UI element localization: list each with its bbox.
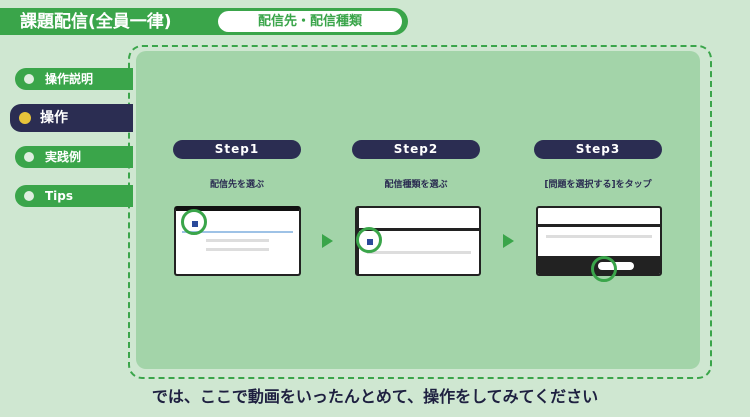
bullet-icon bbox=[19, 112, 31, 124]
step3-badge: Step3 bbox=[534, 140, 662, 159]
sidebar-item-instructions[interactable]: 操作説明 bbox=[15, 68, 133, 90]
subtitle-pill: 配信先・配信種類 bbox=[218, 11, 402, 32]
step3-description: [問題を選択する]をタップ bbox=[544, 180, 652, 190]
step1-description: 配信先を選ぶ bbox=[209, 180, 264, 190]
highlight-circle bbox=[356, 227, 382, 253]
sidebar-item-label: 実践例 bbox=[45, 150, 82, 164]
bullet-icon bbox=[24, 74, 34, 84]
step1-screenshot bbox=[174, 206, 301, 276]
step2-badge: Step2 bbox=[352, 140, 480, 159]
sidebar-item-label: 操作 bbox=[40, 110, 68, 126]
play-arrow-icon bbox=[503, 234, 514, 248]
caption: では、ここで動画をいったんとめて、操作をしてみてください bbox=[151, 387, 599, 406]
highlight-circle bbox=[591, 256, 617, 282]
content-border bbox=[128, 45, 712, 379]
sidebar-item-label: 操作説明 bbox=[45, 72, 94, 86]
sidebar-item-tips[interactable]: Tips bbox=[15, 185, 133, 207]
bullet-icon bbox=[24, 191, 34, 201]
sidebar-item-operation[interactable]: 操作 bbox=[10, 104, 133, 132]
page-title: 課題配信(全員一律) bbox=[20, 12, 172, 32]
highlight-circle bbox=[181, 209, 207, 235]
step1-badge: Step1 bbox=[173, 140, 301, 159]
sidebar-item-label: Tips bbox=[45, 189, 74, 203]
bullet-icon bbox=[24, 152, 34, 162]
play-arrow-icon bbox=[322, 234, 333, 248]
sidebar-item-examples[interactable]: 実践例 bbox=[15, 146, 133, 168]
step2-description: 配信種類を選ぶ bbox=[384, 180, 448, 190]
